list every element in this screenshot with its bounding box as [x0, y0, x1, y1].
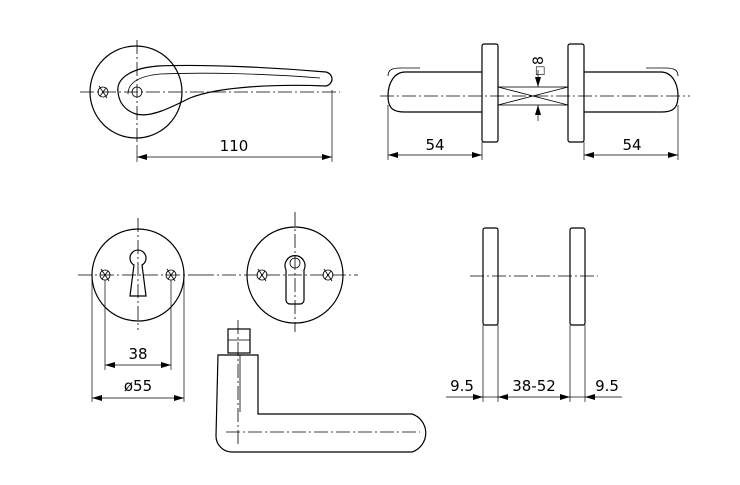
cylinder-rose-view: [200, 212, 358, 332]
l-lever-view: [215, 320, 427, 453]
left-rose: [481, 43, 499, 143]
right-rose: [567, 43, 585, 143]
rose-thickness-view: 9.5 38-52 9.5: [446, 227, 622, 402]
dim-door-thickness: 38-52: [512, 377, 556, 395]
keyhole-icon: [129, 249, 147, 297]
dim-rose-thickness-right: 9.5: [595, 377, 619, 395]
dim-rose-thickness-left: 9.5: [450, 377, 474, 395]
keyhole-rose-view: 38 ø55: [78, 218, 200, 402]
right-rose-side: [569, 227, 586, 326]
left-handle: [387, 71, 482, 113]
dim-lever-length: 110: [220, 137, 249, 155]
dim-rose-diameter: ø55: [124, 377, 152, 395]
lever-handle-outline: [117, 64, 333, 116]
dim-screw-spacing: 38: [128, 345, 147, 363]
cylinder-cutout-icon: [284, 255, 306, 305]
dim-projection-right: 54: [622, 136, 641, 154]
dim-spindle-symbol: □: [533, 66, 546, 76]
side-view: □ 8 54 54: [380, 43, 690, 160]
right-handle: [584, 71, 679, 113]
lever-handle-inner: [127, 72, 321, 95]
l-lever-outline: [215, 354, 427, 453]
left-rose-side: [482, 227, 499, 326]
lever-neck: [227, 328, 251, 354]
lever-front-view: 110: [80, 40, 340, 162]
dim-spindle: 8: [531, 56, 547, 65]
dim-projection-left: 54: [425, 136, 444, 154]
